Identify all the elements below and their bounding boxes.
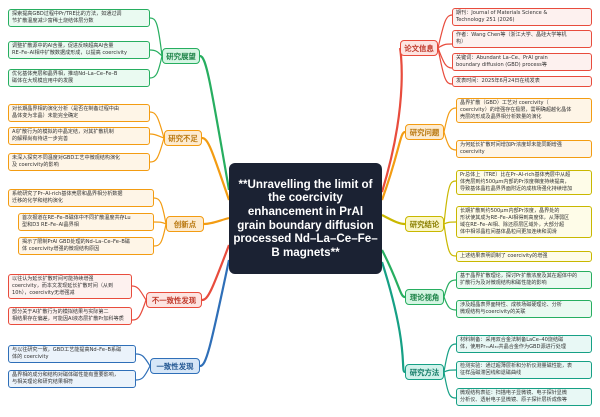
leaf-research-question-1[interactable]: 晶界扩散（GBD）工艺对 coercivity（coercivity）的增强存在…	[456, 98, 592, 123]
leaf-limitations-3[interactable]: 未深入探究不同温度对GBD工艺中微观结构演化及 coercivity的影响	[8, 153, 150, 171]
branch-method[interactable]: 研究方法	[405, 364, 444, 380]
leaf-conclusion-2[interactable]: 长期扩散到约500μm内部Pr浓度，晶界处的形状使其成为RE–Fe–Al相得到高…	[456, 206, 592, 238]
branch-perspective[interactable]: 理论视角	[405, 289, 444, 305]
leaf-innovation-1[interactable]: 系统研究了Pr–Al-rich基体壳层和晶界相分析数据迁移的化学和结构演化	[8, 189, 154, 207]
branch-research-question[interactable]: 研究问题	[405, 124, 444, 140]
branch-inconsistent[interactable]: 不一致性发现	[146, 292, 202, 308]
branch-outlook[interactable]: 研究展望	[162, 48, 200, 64]
central-topic[interactable]: **Unravelling the limit of the coercivit…	[229, 163, 382, 274]
leaf-innovation-3[interactable]: 揭示了限制PrAl GBD处理的Nd–La–Ce–Fe–B磁体 coercivi…	[18, 237, 154, 255]
leaf-paper-info-1[interactable]: 期刊：Journal of Materials Science &Technol…	[452, 8, 592, 26]
branch-innovation[interactable]: 创新点	[166, 216, 204, 232]
leaf-inconsistent-2[interactable]: 部分关于Al扩散行为的模拟结果与实际第二相结果存在偏差，可能因Al液态层扩散Pr…	[8, 307, 132, 325]
branch-conclusion[interactable]: 研究结论	[405, 216, 444, 232]
leaf-perspective-1[interactable]: 基于晶界扩散理论，探讨Pr扩散浓度及其在超体中的扩散行为及对微观结构和磁性能的影…	[456, 271, 592, 289]
branch-consistent[interactable]: 一致性发现	[150, 358, 200, 374]
branch-paper-info[interactable]: 论文信息	[400, 40, 438, 56]
leaf-paper-info-2[interactable]: 作者：Wang Chen等（浙江大学、晶硅大学等机构）	[452, 30, 592, 48]
leaf-limitations-1[interactable]: 对长期晶界相的演化分析（是否在制备过程中由晶体变为非晶）未能完全确定	[8, 104, 150, 122]
leaf-conclusion-3[interactable]: 上述结果表明调制了 coercivity的增强	[456, 251, 592, 262]
leaf-consistent-1[interactable]: 与以往研究一致，GBD工艺能提高Nd–Fe–B系磁体的 coercivity	[8, 345, 136, 363]
leaf-method-1[interactable]: 材料制备：采用双合金法制备LaCe–40烧结磁体，使用Pr₇₀Al₃₀共晶合金作…	[456, 335, 592, 353]
leaf-paper-info-4[interactable]: 发表时间：2025年6月24日在线发表	[452, 76, 592, 87]
leaf-perspective-2[interactable]: 涉及超晶表界面特性、成核场磁硬理论、分析微观结构与coercivity的关联	[456, 300, 592, 318]
leaf-limitations-2[interactable]: Al扩散行为的模拟的中晶定结，对其扩散机制的解释尚有待进一步完善	[8, 127, 150, 145]
branch-limitations[interactable]: 研究不足	[164, 130, 202, 146]
leaf-outlook-1[interactable]: 探索提高GBD过程中Pr/TRE比的方法，如通过调节扩散温度减少富稀土烧结体层分…	[8, 9, 150, 27]
leaf-method-3[interactable]: 微观结构表征：扫描电子显微镜、电子探针显微分析仪、透射电子显微镜、原子探针层析成…	[456, 388, 592, 406]
leaf-conclusion-1[interactable]: Pr总体上（TRE）比在Pr–Al-rich基体壳层中从超体壳层到约500μm内…	[456, 170, 592, 195]
leaf-method-2[interactable]: 检测实验：通过超薄层析和分析仪测量磁性能，表征样品磁滞回线和退磁曲线	[456, 361, 592, 379]
leaf-consistent-2[interactable]: 晶界相的成分和结构对磁体磁性能有重要影响，与相关理论和研究结果相符	[8, 370, 136, 388]
